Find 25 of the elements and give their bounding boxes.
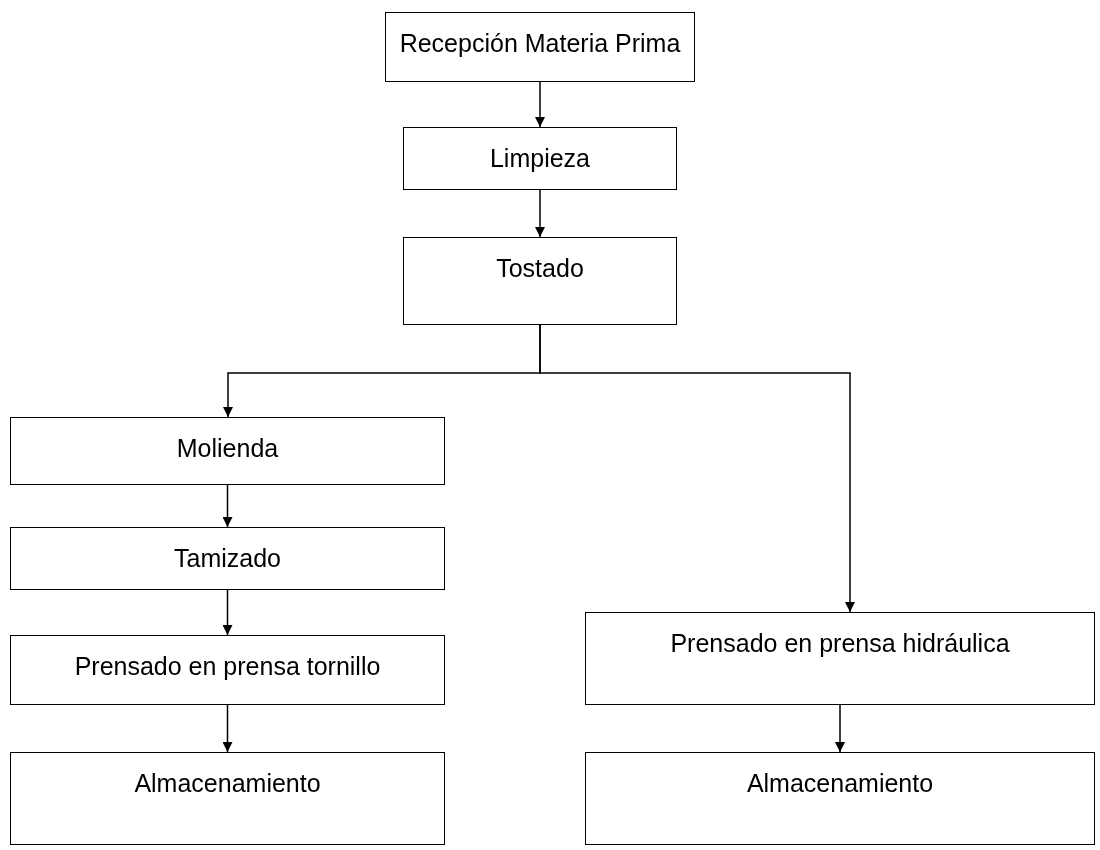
- process-box: [385, 12, 695, 82]
- step-label: Tostado: [496, 254, 584, 283]
- step-label: Molienda: [176, 434, 279, 463]
- arrow: [535, 189, 545, 238]
- arrow: [222, 589, 233, 636]
- process-box: [10, 527, 445, 590]
- arrow: [539, 324, 855, 613]
- process-box: [10, 752, 445, 845]
- step-label: Almacenamiento: [134, 769, 321, 798]
- process-box: [403, 237, 677, 325]
- process-box: [10, 635, 445, 705]
- process-box: [403, 127, 677, 190]
- arrow: [222, 704, 233, 753]
- arrow: [835, 704, 845, 753]
- process-box: [585, 752, 1095, 845]
- arrow: [222, 484, 233, 528]
- process-box: [10, 417, 445, 485]
- step-label: Limpieza: [489, 144, 591, 173]
- arrow: [535, 81, 545, 128]
- step-label: Prensado en prensa tornillo: [74, 652, 381, 681]
- step-label: Tamizado: [174, 544, 281, 573]
- step-label: Recepción Materia Prima: [399, 29, 681, 58]
- process-box: [585, 612, 1095, 705]
- step-label: Almacenamiento: [746, 769, 934, 798]
- step-label: Prensado en prensa hidráulica: [670, 629, 1010, 658]
